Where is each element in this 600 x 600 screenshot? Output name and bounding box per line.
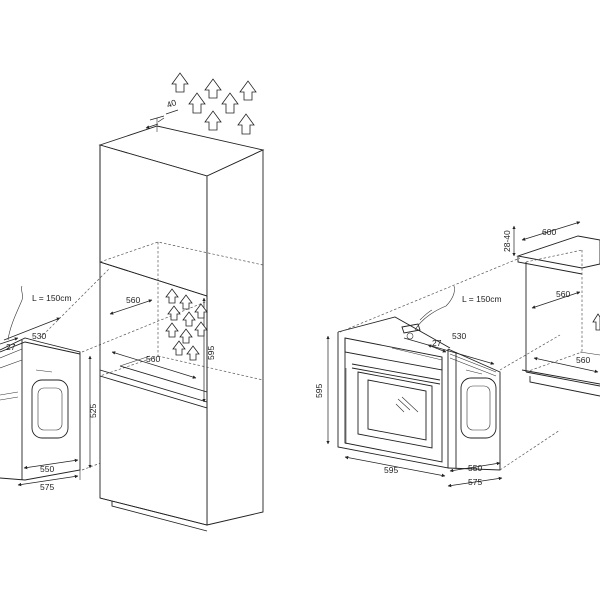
right-oven-front-view — [337, 285, 455, 469]
dim-offset-27-left: 27 — [6, 342, 16, 352]
up-arrow-icon — [592, 313, 600, 331]
up-arrow-icon — [221, 92, 239, 114]
vent-arrows-top — [171, 72, 257, 135]
vent-arrows-cavity — [165, 288, 208, 361]
dim-cavity-width-560: 560 — [146, 354, 160, 364]
up-arrow-icon — [172, 340, 186, 356]
dim-cavity-depth-560: 560 — [126, 295, 140, 305]
undercounter-cabinet: 28-40 600 560 560 — [502, 221, 600, 397]
up-arrow-icon — [204, 110, 222, 131]
right-oven-dimensions: 595 595 550 575 530 27 L = 150cm — [314, 257, 561, 488]
dim-undercounter-width-560: 560 — [576, 355, 590, 365]
up-arrow-icon — [194, 303, 208, 319]
dim-undercounter-depth-560: 560 — [556, 289, 570, 299]
up-arrow-icon — [165, 288, 179, 304]
cable-length-right: L = 150cm — [462, 294, 502, 304]
right-oven-side-view — [447, 348, 501, 471]
up-arrow-icon — [237, 113, 255, 135]
up-arrow-icon — [167, 305, 181, 321]
dim-cavity-height-595: 595 — [206, 346, 216, 360]
up-arrow-icon — [179, 328, 193, 344]
dim-width-575-left: 575 — [40, 482, 54, 492]
up-arrow-icon — [171, 72, 189, 93]
up-arrow-icon — [239, 80, 257, 101]
dim-width-550-left: 550 — [40, 464, 54, 474]
dim-front-height-595: 595 — [314, 384, 324, 398]
cable-length-left: L = 150cm — [32, 293, 72, 303]
dim-depth-530-left: 530 — [32, 331, 46, 341]
up-arrow-icon — [165, 322, 179, 338]
up-arrow-icon — [188, 92, 206, 114]
dim-width-550-right: 550 — [468, 463, 482, 473]
dim-depth-530-right: 530 — [452, 331, 466, 341]
dim-offset-27-right: 27 — [432, 338, 442, 348]
tall-cabinet: 40 560 560 595 — [98, 97, 265, 532]
left-oven-side-view: 530 27 525 550 575 L = 150cm — [0, 285, 98, 492]
dim-undercounter-gap: 28-40 — [502, 230, 512, 252]
up-arrow-icon — [179, 294, 193, 310]
up-arrow-icon — [186, 345, 200, 361]
dim-height-525-left: 525 — [88, 404, 98, 418]
dim-width-575-right: 575 — [468, 477, 482, 487]
dim-undercounter-600: 600 — [542, 227, 556, 237]
up-arrow-icon — [194, 321, 208, 337]
dim-vent-gap-40: 40 — [165, 97, 178, 110]
dim-front-width-595: 595 — [384, 465, 398, 475]
up-arrow-icon — [182, 311, 196, 327]
up-arrow-icon — [204, 78, 222, 99]
